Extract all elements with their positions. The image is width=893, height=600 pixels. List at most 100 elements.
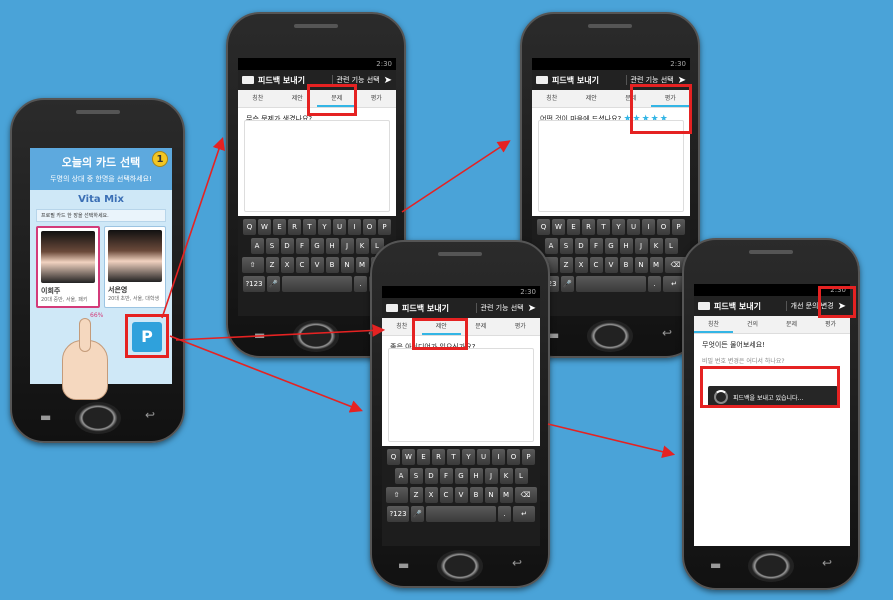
tab-rate[interactable]: 평가 [514, 323, 526, 330]
feature-spinner[interactable]: 개선 문의 변경 [785, 301, 834, 311]
home-button[interactable] [748, 550, 794, 582]
tab-praise[interactable]: 칭찬 [396, 323, 408, 330]
key[interactable]: U [333, 219, 346, 235]
send-icon[interactable]: ➤ [527, 302, 536, 314]
key[interactable]: P [672, 219, 685, 235]
profile-card-1[interactable]: 이희주 20대 중반, 서울, 패키 [36, 226, 100, 308]
key[interactable]: O [507, 449, 520, 465]
enter-icon[interactable]: ↵ [513, 506, 535, 522]
key[interactable]: A [250, 238, 264, 254]
period-key[interactable]: . [648, 276, 661, 292]
key[interactable]: G [604, 238, 618, 254]
key[interactable]: F [295, 238, 309, 254]
backspace-icon[interactable]: ⌫ [514, 487, 537, 503]
tab-problem[interactable]: 문제 [475, 323, 487, 330]
key[interactable]: P [522, 449, 535, 465]
key[interactable]: A [394, 468, 408, 484]
key[interactable]: E [417, 449, 430, 465]
space-key[interactable] [576, 276, 646, 292]
key[interactable]: D [424, 468, 438, 484]
key[interactable]: M [649, 257, 663, 273]
backspace-icon[interactable]: ⌫ [664, 257, 687, 273]
send-icon[interactable]: ➤ [837, 300, 846, 312]
tab-suggest[interactable]: 건의 [746, 321, 759, 328]
back-key[interactable]: ↩ [661, 326, 672, 340]
mic-icon[interactable]: 🎤 [267, 276, 280, 292]
send-icon[interactable]: ➤ [383, 74, 392, 86]
key[interactable]: Y [462, 449, 475, 465]
key[interactable]: I [348, 219, 361, 235]
menu-key[interactable]: ▬ [254, 328, 266, 342]
key[interactable]: D [574, 238, 588, 254]
period-key[interactable]: . [354, 276, 367, 292]
profile-card-2[interactable]: 서은영 20대 초반, 서울, 대학생 [104, 226, 166, 308]
key[interactable]: H [325, 238, 339, 254]
tab-problem[interactable]: 문제 [785, 321, 798, 328]
key[interactable]: I [642, 219, 655, 235]
key[interactable]: E [567, 219, 580, 235]
key[interactable]: Y [318, 219, 331, 235]
tab-rate[interactable]: 평가 [370, 95, 382, 102]
feature-spinner[interactable]: 관련 기능 선택 [475, 303, 524, 313]
key[interactable]: C [589, 257, 603, 273]
key[interactable]: W [552, 219, 565, 235]
key[interactable]: N [340, 257, 354, 273]
key[interactable]: G [310, 238, 324, 254]
key[interactable]: S [409, 468, 423, 484]
menu-key[interactable]: ▬ [398, 558, 410, 572]
tab-suggest[interactable]: 제안 [421, 318, 461, 335]
key[interactable]: T [597, 219, 610, 235]
key[interactable]: B [469, 487, 483, 503]
tab-rate[interactable]: 평가 [824, 321, 837, 328]
key[interactable]: U [627, 219, 640, 235]
key[interactable]: Y [612, 219, 625, 235]
key[interactable]: C [295, 257, 309, 273]
feedback-input[interactable] [244, 120, 390, 212]
send-icon[interactable]: ➤ [677, 74, 686, 86]
key[interactable]: B [325, 257, 339, 273]
key[interactable]: Q [537, 219, 550, 235]
key[interactable]: F [589, 238, 603, 254]
tab-problem[interactable]: 문제 [317, 90, 357, 107]
key[interactable]: K [355, 238, 369, 254]
key[interactable]: S [265, 238, 279, 254]
shift-icon[interactable]: ⇧ [241, 257, 264, 273]
home-button[interactable] [293, 320, 339, 352]
key[interactable]: L [514, 468, 528, 484]
key[interactable]: H [469, 468, 483, 484]
key[interactable]: G [454, 468, 468, 484]
symbols-key[interactable]: ?123 [387, 506, 409, 522]
key[interactable]: K [499, 468, 513, 484]
key[interactable]: O [363, 219, 376, 235]
mic-icon[interactable]: 🎤 [561, 276, 574, 292]
mic-icon[interactable]: 🎤 [411, 506, 424, 522]
key[interactable]: I [492, 449, 505, 465]
key[interactable]: X [280, 257, 294, 273]
key[interactable]: D [280, 238, 294, 254]
space-key[interactable] [426, 506, 496, 522]
tab-rate[interactable]: 평가 [650, 90, 690, 107]
enter-icon[interactable]: ↵ [663, 276, 685, 292]
key[interactable]: M [499, 487, 513, 503]
feedback-input[interactable] [538, 120, 684, 212]
space-key[interactable] [282, 276, 352, 292]
key[interactable]: R [432, 449, 445, 465]
key[interactable]: V [310, 257, 324, 273]
key[interactable]: K [649, 238, 663, 254]
key[interactable]: J [634, 238, 648, 254]
tab-praise[interactable]: 칭찬 [694, 316, 733, 333]
key[interactable]: Z [265, 257, 279, 273]
key[interactable]: E [273, 219, 286, 235]
back-key[interactable]: ↩ [144, 408, 155, 422]
symbols-key[interactable]: ?123 [243, 276, 265, 292]
key[interactable]: Z [409, 487, 423, 503]
menu-key[interactable]: ▬ [548, 328, 560, 342]
tab-praise[interactable]: 칭찬 [546, 95, 558, 102]
key[interactable]: N [484, 487, 498, 503]
key[interactable]: W [258, 219, 271, 235]
key[interactable]: O [657, 219, 670, 235]
feature-spinner[interactable]: 관련 기능 선택 [331, 75, 380, 85]
feedback-app-icon[interactable]: P [132, 322, 162, 352]
key[interactable]: C [439, 487, 453, 503]
key[interactable]: W [402, 449, 415, 465]
